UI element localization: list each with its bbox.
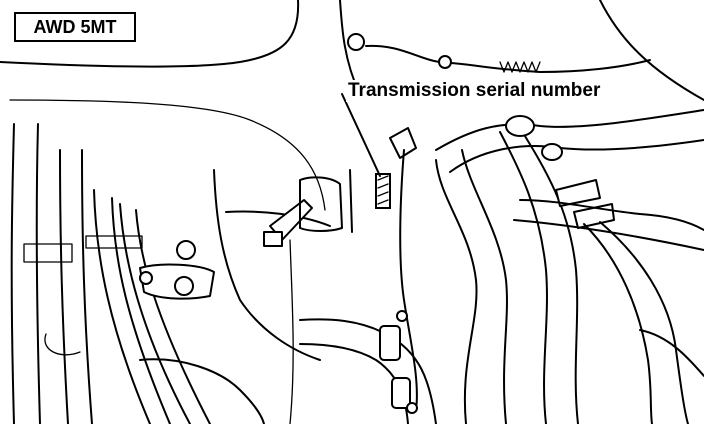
callout-leader [341, 93, 381, 177]
left-pipe-3 [59, 149, 69, 424]
right-connector-1 [555, 179, 601, 207]
hose-a-inner [111, 197, 171, 424]
bottom-right-pipe [639, 329, 704, 377]
upper-hose-inner [449, 139, 704, 173]
stud-upper [176, 240, 196, 260]
case-mid [225, 210, 331, 227]
lower-right-hose-inner [599, 221, 689, 424]
bolt-center [174, 276, 194, 296]
serial-plate-hatch [377, 175, 389, 205]
right-bracket [599, 0, 704, 101]
bracket-slot [299, 176, 343, 232]
hose-b-inner [135, 209, 211, 424]
big-hose-1-outer [435, 159, 478, 424]
clamp-bolt-1 [396, 310, 408, 322]
sensor-wire [399, 149, 418, 411]
upper-housing [0, 0, 300, 68]
bolt-left [139, 271, 153, 285]
serial-number-plate [375, 173, 391, 209]
pipe-clamp-1 [379, 325, 401, 361]
big-hose-2-outer [499, 131, 548, 424]
case-left-side [213, 169, 321, 361]
right-wires [519, 199, 704, 231]
variant-label: AWD 5MT [33, 17, 117, 37]
lever-nut [263, 231, 283, 247]
right-wire-lower [513, 219, 704, 251]
pipe-clamp-2 [391, 377, 411, 409]
hose-clamp-upper [505, 115, 535, 137]
callout-label: Transmission serial number [346, 80, 603, 102]
variant-label-box: AWD 5MT [14, 12, 136, 42]
wire-loom-top [365, 44, 651, 73]
big-hose-1-inner [461, 149, 508, 424]
left-clip [23, 243, 73, 263]
hose-b-outer [119, 203, 191, 424]
clamp-bolt-2 [406, 402, 418, 414]
big-hose-2-inner [519, 127, 579, 424]
bottom-left-hose [139, 358, 265, 424]
lower-right-hose-outer [583, 223, 653, 424]
hose-clamp-mid [541, 143, 563, 161]
bolt-top [347, 33, 365, 51]
left-pipe-1 [10, 123, 15, 424]
connector-top [438, 55, 452, 69]
hose-clamp [85, 235, 143, 249]
bottom-rod [289, 239, 294, 424]
bracket-slot-2 [349, 169, 353, 233]
housing-lower-contour [9, 99, 326, 211]
wire-loom-coil [499, 61, 541, 73]
sensor-connector [389, 127, 417, 159]
upper-hose-outer [435, 109, 704, 151]
hose-a-outer [93, 189, 151, 424]
left-pipe-4 [81, 149, 93, 424]
left-pipe-2 [35, 123, 41, 424]
left-hose-bend [44, 333, 81, 356]
